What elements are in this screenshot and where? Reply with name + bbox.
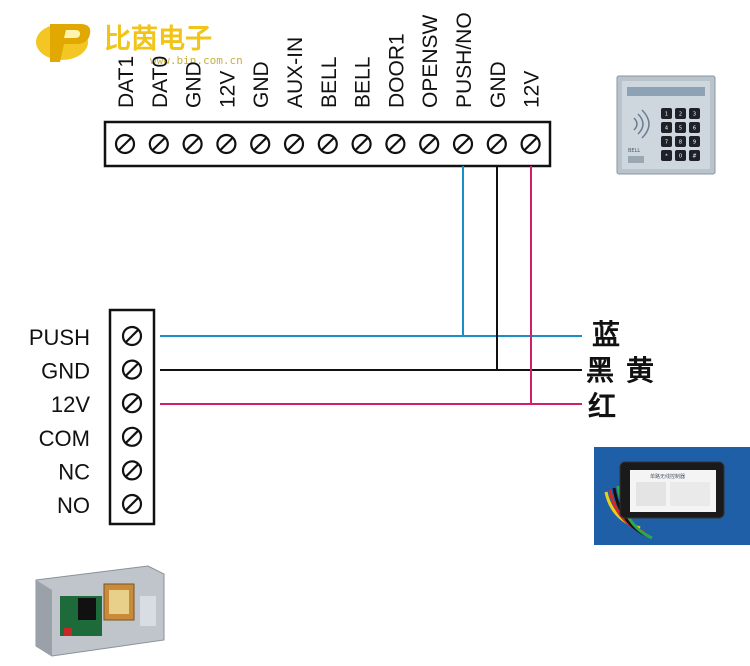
left-terminal-label: NC <box>58 459 90 484</box>
wire-blue-push <box>160 166 464 337</box>
top-terminal-screw-icon <box>148 133 169 155</box>
left-terminal-label: 12V <box>51 392 90 417</box>
keypad-key: 0 <box>675 150 686 161</box>
brand-text: 比茵电子 <box>104 24 212 55</box>
keypad-key-label: 2 <box>679 112 682 118</box>
top-terminal-label: BELL <box>352 57 375 108</box>
keypad-key-label: 5 <box>679 126 682 132</box>
keypad-key: 6 <box>689 122 700 133</box>
top-terminal-label: 12V <box>521 71 544 108</box>
top-terminal-label: DAT0 <box>149 56 172 108</box>
keypad-key-label: 7 <box>665 140 668 146</box>
top-terminal-label: PUSH/NO <box>453 12 476 108</box>
top-terminal-screw-icon <box>317 133 338 155</box>
keypad-key: 3 <box>689 108 700 119</box>
top-terminal-label: GND <box>183 61 206 108</box>
keypad-key: 7 <box>661 136 672 147</box>
left-terminal-screw-icon <box>121 359 143 380</box>
top-terminal-screw-icon <box>283 133 305 155</box>
top-terminal-screw-icon <box>452 133 474 155</box>
left-terminal-screw-icon <box>121 325 143 347</box>
left-terminal-block: PUSH GND 12V COM NC NO <box>29 308 156 526</box>
left-terminal-screws <box>121 325 143 515</box>
left-terminal-label: COM <box>39 426 90 451</box>
keypad-key: 5 <box>675 122 686 133</box>
wire-label-yellow: 黄 <box>626 354 654 387</box>
keypad-key-label: 0 <box>679 154 682 160</box>
keypad-reader-photo: 1 2 3 4 5 6 7 8 9 * 0 # BELL <box>616 75 716 175</box>
keypad-key: 4 <box>661 122 672 133</box>
left-terminal-screw-icon <box>121 460 143 481</box>
top-terminal-screw-icon <box>520 133 541 155</box>
top-terminal-screw-icon <box>486 133 507 155</box>
top-terminal-label: 12V <box>216 71 239 108</box>
left-terminal-housing <box>108 308 156 526</box>
keypad-key-label: 8 <box>679 140 682 146</box>
top-terminal-block: DAT1 DAT0 GND 12V GND AUX-IN BELL BELL DOOR1 OPEN… <box>103 12 552 168</box>
keypad-key: 1 <box>661 108 672 119</box>
top-terminal-screw-icon <box>419 133 440 155</box>
wire-red-12v <box>160 166 532 405</box>
wire-black-gnd <box>160 166 498 371</box>
wire-label-black: 黑 <box>586 354 614 387</box>
top-terminal-screw-icon <box>114 133 136 155</box>
keypad-bell-label: BELL <box>628 148 640 154</box>
brand-logo: 比茵电子 www.bin.com.cn <box>36 24 243 67</box>
top-terminal-labels: DAT1 DAT0 GND 12V GND AUX-IN BELL BELL DOOR1 OPEN… <box>115 12 544 108</box>
wires <box>160 166 582 405</box>
top-terminal-screws <box>114 133 541 155</box>
top-terminal-label: OPENSW <box>419 14 442 108</box>
keypad-key-label: * <box>665 154 668 160</box>
left-terminal-label: PUSH <box>29 325 90 350</box>
top-terminal-screw-icon <box>216 133 237 155</box>
keypad-key-label: 4 <box>665 126 668 132</box>
keypad-key: 9 <box>689 136 700 147</box>
top-terminal-screw-icon <box>250 133 271 155</box>
top-terminal-label: GND <box>487 61 510 108</box>
wire-label-blue: 蓝 <box>592 318 620 351</box>
keypad-key-label: # <box>692 154 696 160</box>
brand-url: www.bin.com.cn <box>150 54 243 67</box>
keypad-keys: 1 2 3 4 5 6 7 8 9 * 0 # <box>661 108 700 161</box>
left-terminal-screw-icon <box>121 426 143 447</box>
top-terminal-screw-icon <box>351 133 372 155</box>
top-terminal-label: GND <box>250 61 273 108</box>
keypad-key-label: 6 <box>693 126 696 132</box>
wireless-receiver-photo: 单路无线控制器 <box>594 447 750 545</box>
keypad-key-label: 1 <box>665 112 668 118</box>
top-terminal-label: DAT1 <box>115 56 138 108</box>
left-terminal-screw-icon <box>121 493 143 515</box>
keypad-key-label: 3 <box>693 112 696 118</box>
keypad-key-label: 9 <box>693 140 696 146</box>
top-terminal-label: DOOR1 <box>385 33 408 108</box>
receiver-title: 单路无线控制器 <box>650 473 685 480</box>
top-terminal-screw-icon <box>182 133 203 155</box>
power-supply-photo <box>25 556 175 664</box>
top-terminal-label: BELL <box>318 57 341 108</box>
left-terminal-screw-icon <box>121 393 143 414</box>
rfid-icon <box>633 109 650 139</box>
keypad-key: * <box>661 150 672 161</box>
left-terminal-label: GND <box>41 359 90 384</box>
wire-label-red: 红 <box>588 390 616 423</box>
top-terminal-label: AUX-IN <box>284 37 307 108</box>
logo-mark-icon <box>36 24 91 62</box>
keypad-key: # <box>689 150 700 161</box>
left-terminal-labels: PUSH GND 12V COM NC NO <box>29 325 90 518</box>
bell-button-icon <box>628 156 644 163</box>
keypad-key: 8 <box>675 136 686 147</box>
keypad-key: 2 <box>675 108 686 119</box>
top-terminal-screw-icon <box>385 133 406 155</box>
left-terminal-label: NO <box>57 493 90 518</box>
